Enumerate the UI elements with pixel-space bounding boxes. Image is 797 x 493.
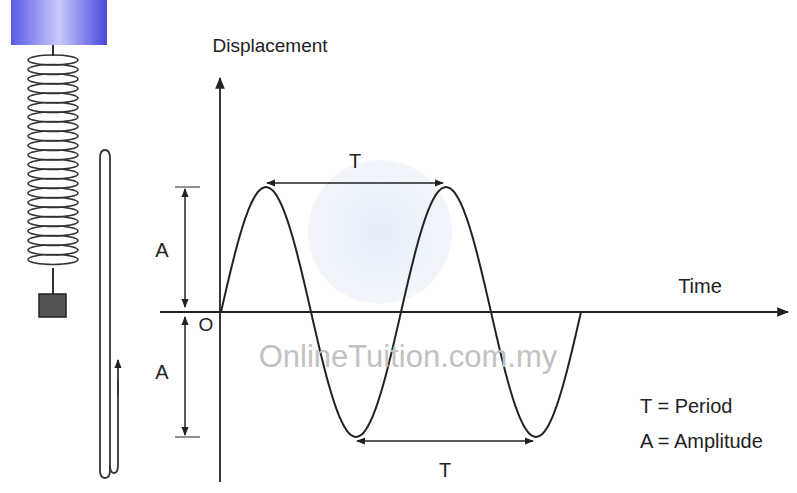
coil-turn <box>28 55 78 65</box>
amplitude-arrow <box>184 189 186 307</box>
time-axis <box>160 311 788 313</box>
coil-turn <box>28 150 78 160</box>
coil-turn <box>28 131 78 141</box>
spring-coil <box>28 55 78 265</box>
axis-label: Time <box>678 275 722 297</box>
origin-label: O <box>199 315 214 336</box>
motion-loop <box>100 150 110 470</box>
mass-block <box>39 294 66 317</box>
displacement-axis <box>219 78 221 482</box>
coil-turn <box>28 84 78 94</box>
coil-turn <box>28 169 78 179</box>
coil-turn <box>28 65 78 75</box>
period-label: T <box>349 150 361 172</box>
coil-turn <box>28 188 78 198</box>
coil-turn <box>28 217 78 227</box>
amplitude-tick <box>175 187 200 437</box>
coil-turn <box>28 141 78 151</box>
coil-turn <box>28 74 78 84</box>
coil-turn <box>28 122 78 132</box>
coil-turn <box>28 207 78 217</box>
coil-turn <box>28 103 78 113</box>
watermark-circle <box>308 160 452 304</box>
coil-turn <box>28 160 78 170</box>
axis-label: Displacement <box>212 36 327 57</box>
coil-turn <box>28 112 78 122</box>
coil-turn <box>28 93 78 103</box>
coil-turn <box>28 255 78 265</box>
period-label: T <box>439 459 451 481</box>
coil-turn <box>28 198 78 208</box>
coil-turn <box>28 226 78 236</box>
spring-wire <box>52 268 54 294</box>
amplitude-arrow <box>184 317 186 435</box>
motion-arrow <box>117 360 119 395</box>
legend-note: A = Amplitude <box>640 430 763 452</box>
sine-wave <box>221 187 581 437</box>
motion-loop <box>100 200 110 478</box>
motion-loop <box>110 380 118 473</box>
watermark: OnlineTuition.com.my <box>259 340 558 374</box>
period-arrow <box>357 440 533 442</box>
legend-note: T = Period <box>640 395 732 417</box>
period-arrow <box>267 182 443 184</box>
coil-turn <box>28 245 78 255</box>
amplitude-label: A <box>155 239 168 261</box>
support-bar <box>11 0 107 45</box>
amplitude-label: A <box>155 361 168 383</box>
coil-turn <box>28 236 78 246</box>
coil-turn <box>28 179 78 189</box>
